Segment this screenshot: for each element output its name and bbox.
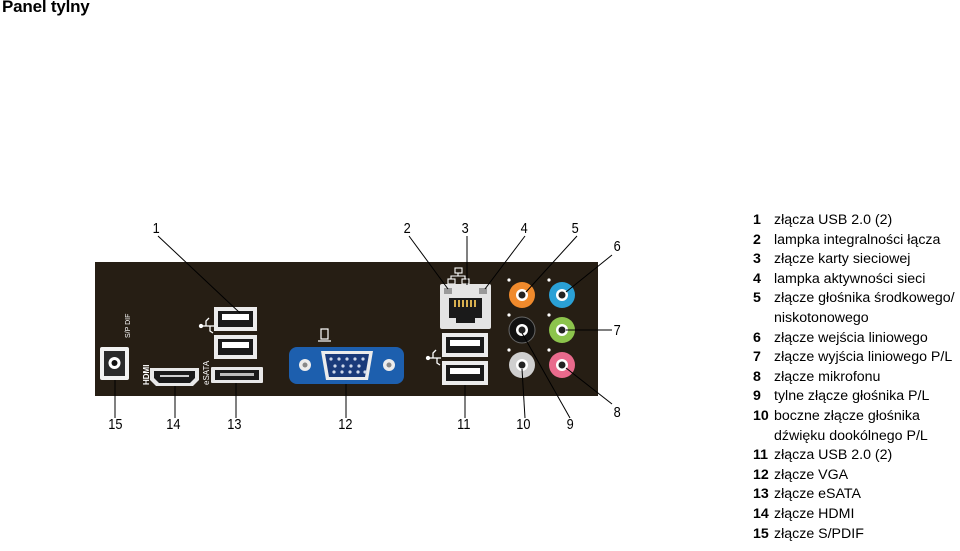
legend-row: 10 boczne złącze głośnika dźwięku dookóln… [753, 407, 960, 446]
hdmi-port [150, 368, 199, 386]
callout-11: 11 [457, 416, 471, 433]
callout-8: 8 [613, 404, 621, 421]
callout-5: 5 [571, 220, 579, 237]
usb-ports-2 [442, 333, 488, 385]
legend-num: 5 [753, 290, 761, 307]
legend-num: 14 [753, 505, 769, 522]
legend-row: 5 złącze głośnika środkowego/ niskotonowe… [753, 289, 960, 328]
legend-text: złącze mikrofonu [774, 368, 881, 385]
audio-jacks [507, 278, 575, 378]
network-port [440, 284, 491, 329]
legend-text: lampka aktywności sieci [774, 270, 926, 287]
page-title: Panel tylny [2, 0, 90, 16]
callout-3: 3 [461, 220, 469, 237]
usb-ports-1 [214, 307, 257, 359]
callout-4: 4 [520, 220, 528, 237]
callout-12: 12 [338, 416, 353, 433]
legend-row: 6 złącze wejścia liniowego [753, 329, 960, 349]
callout-7: 7 [613, 322, 621, 339]
callout-14: 14 [166, 416, 181, 433]
vga-port [289, 347, 404, 384]
callout-15: 15 [108, 416, 123, 433]
legend-row: 11 złącza USB 2.0 (2) [753, 446, 960, 466]
legend-row: 4 lampka aktywności sieci [753, 270, 960, 290]
hdmi-label: HDMI [142, 365, 151, 385]
legend-row: 14 złącze HDMI [753, 505, 960, 525]
legend-num: 7 [753, 349, 761, 366]
legend-num: 15 [753, 525, 769, 542]
legend-text: tylne złącze głośnika P/L [774, 388, 930, 405]
legend-row: 1 złącza USB 2.0 (2) [753, 211, 960, 231]
legend-row: 12 złącze VGA [753, 466, 960, 486]
legend-text: złącze eSATA [774, 486, 861, 503]
legend-num: 6 [753, 329, 761, 346]
legend-text: złącze S/PDIF [774, 525, 864, 542]
legend-row: 8 złącze mikrofonu [753, 368, 960, 388]
callout-6: 6 [613, 238, 621, 255]
legend-row: 7 złącze wyjścia liniowego P/L [753, 348, 960, 368]
legend-text: złącze karty sieciowej [774, 251, 911, 268]
legend-text: złącze wyjścia liniowego P/L [774, 349, 953, 366]
esata-label: eSATA [202, 360, 211, 385]
legend-num: 12 [753, 466, 769, 483]
legend-num: 3 [753, 251, 761, 268]
legend: 1 złącza USB 2.0 (2) 2 lampka integralnośc… [753, 211, 960, 544]
callout-9: 9 [566, 416, 574, 433]
leader-lines [114, 235, 613, 419]
legend-row: 13 złącze eSATA [753, 485, 960, 505]
callout-1: 1 [152, 220, 160, 237]
usb-icon [198, 317, 214, 334]
legend-num: 4 [753, 270, 761, 287]
legend-num: 10 [753, 407, 769, 424]
legend-num: 1 [753, 212, 761, 228]
legend-text: złącze HDMI [774, 505, 855, 522]
legend-text: lampka integralności łącza [774, 231, 941, 248]
legend-num: 8 [753, 368, 761, 385]
network-icon [447, 267, 470, 285]
legend-num: 13 [753, 486, 769, 503]
legend-row: 3 złącze karty sieciowej [753, 250, 960, 270]
legend-num: 11 [753, 447, 768, 464]
usb-icon-right [425, 349, 441, 366]
legend-num: 2 [753, 231, 761, 248]
legend-text: boczne złącze głośnika dźwięku dookólneg… [774, 407, 928, 444]
legend-text: złącze VGA [774, 466, 849, 483]
esata-port [211, 367, 263, 383]
callout-10: 10 [516, 416, 531, 433]
monitor-icon [318, 328, 331, 342]
spdif-port [100, 347, 129, 380]
legend-row: 9 tylne złącze głośnika P/L [753, 387, 960, 407]
legend-text: złącza USB 2.0 (2) [774, 212, 893, 228]
legend-num: 9 [753, 388, 761, 405]
legend-row: 2 lampka integralności łącza [753, 231, 960, 251]
legend-text: złącza USB 2.0 (2) [774, 447, 893, 464]
legend-text: złącze wejścia liniowego [774, 329, 928, 346]
legend-text: złącze głośnika środkowego/ niskotonoweg… [774, 290, 955, 326]
callout-2: 2 [403, 220, 411, 237]
callout-13: 13 [227, 416, 242, 433]
legend-row: 15 złącze S/PDIF [753, 525, 960, 545]
spdif-label: S/P DIF [125, 314, 132, 338]
